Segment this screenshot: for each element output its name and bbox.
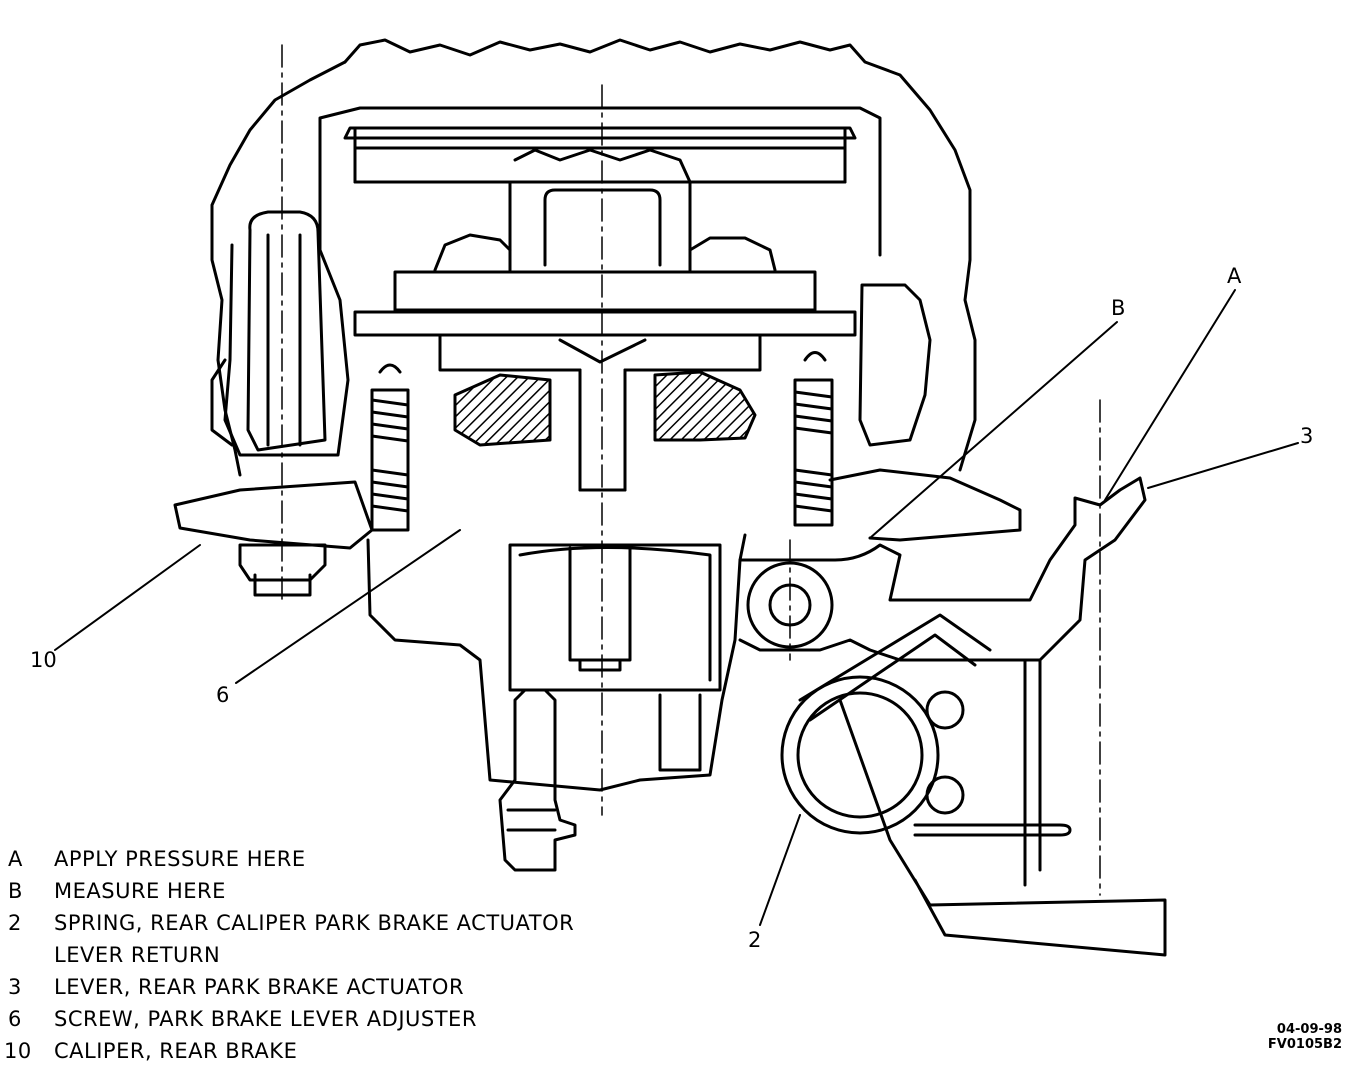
legend-key: 6 bbox=[8, 1007, 22, 1031]
hatched-section-right bbox=[653, 370, 757, 442]
legend-key: 2 bbox=[8, 911, 22, 935]
callout-A: A bbox=[1227, 264, 1242, 288]
figure-date: 04-09-98 bbox=[1276, 1022, 1342, 1037]
leader-10 bbox=[54, 544, 201, 651]
return-spring-coil bbox=[780, 675, 940, 835]
legend-key: 3 bbox=[8, 975, 22, 999]
legend-text: CALIPER, REAR BRAKE bbox=[54, 1039, 298, 1063]
figure-code: FV0105B2 bbox=[1267, 1037, 1342, 1052]
bleeder-fitting bbox=[498, 688, 577, 872]
callout-3: 3 bbox=[1300, 424, 1314, 448]
leader-3 bbox=[1147, 442, 1299, 489]
spring-right bbox=[793, 378, 834, 527]
piston-head bbox=[508, 180, 692, 272]
leader-A bbox=[1104, 289, 1236, 501]
callout-10: 10 bbox=[30, 648, 57, 672]
legend-key: A bbox=[8, 847, 23, 871]
leader-2 bbox=[759, 814, 801, 926]
caliper-housing-outline bbox=[343, 38, 977, 472]
callout-2: 2 bbox=[748, 928, 762, 952]
legend-text: MEASURE HERE bbox=[54, 879, 226, 903]
caliper-inner-frame bbox=[318, 106, 882, 257]
guide-pin-left bbox=[246, 210, 327, 452]
legend-key: 10 bbox=[4, 1039, 32, 1063]
leader-6 bbox=[235, 529, 461, 684]
legend-text: SCREW, PARK BRAKE LEVER ADJUSTER bbox=[54, 1007, 477, 1031]
legend-text: LEVER, REAR PARK BRAKE ACTUATOR bbox=[54, 975, 465, 999]
leader-B bbox=[869, 321, 1118, 539]
hatched-section-left bbox=[453, 373, 552, 447]
callout-B: B bbox=[1111, 296, 1126, 320]
legend-key: B bbox=[8, 879, 23, 903]
caliper-lower-body bbox=[366, 533, 747, 792]
legend-text: LEVER RETURN bbox=[54, 943, 221, 967]
legend-text: APPLY PRESSURE HERE bbox=[54, 847, 306, 871]
spring-arm bbox=[838, 698, 1167, 957]
legend-text: SPRING, REAR CALIPER PARK BRAKE ACTUATOR bbox=[54, 911, 575, 935]
figure-stamp: 04-09-98 FV0105B2 bbox=[1268, 1022, 1342, 1052]
caliper-flange bbox=[173, 480, 374, 550]
callout-6: 6 bbox=[216, 683, 230, 707]
pressure-plate bbox=[393, 270, 817, 312]
